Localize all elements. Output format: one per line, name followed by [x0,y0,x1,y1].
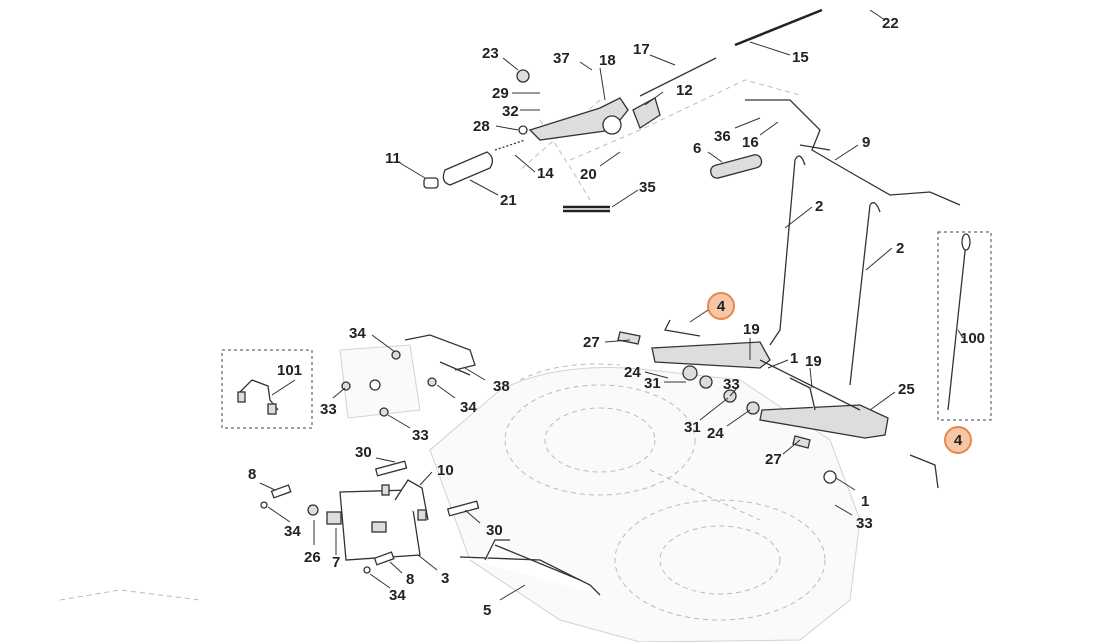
label-6: 6 [693,140,701,157]
label-14: 14 [537,165,554,182]
label-12: 12 [676,82,693,99]
label-10: 10 [437,462,454,479]
label-16: 16 [742,134,759,151]
cable-15 [639,8,823,97]
label-19-a: 19 [743,321,760,338]
label-2-upper: 2 [815,198,823,215]
leader-lines [259,9,964,601]
label-35: 35 [639,179,656,196]
handle-grip-21 [423,139,526,189]
label-33-d: 33 [856,515,873,532]
label-19-b: 19 [805,353,822,370]
label-34-a: 34 [349,325,366,342]
bracket-assembly-25 [617,331,889,484]
label-30-b: 30 [486,522,503,539]
label-23: 23 [482,45,499,62]
lever-assembly-18 [516,69,661,141]
label-31-a: 31 [644,375,661,392]
label-37: 37 [553,50,570,67]
label-21: 21 [500,192,517,209]
label-11: 11 [385,150,401,167]
label-1-b: 1 [861,493,869,510]
label-31-b: 31 [684,419,701,436]
label-22: 22 [882,15,899,32]
label-3: 3 [441,570,449,587]
label-24-a: 24 [624,364,641,381]
plate-38 [339,334,476,419]
label-27-b: 27 [765,451,782,468]
label-2-lower: 2 [896,240,904,257]
label-33-a: 33 [723,376,740,393]
lever-5 [459,539,601,596]
svg-text:4: 4 [717,298,726,315]
part-labels: 22 15 17 37 18 23 12 29 32 28 36 16 9 11… [248,15,985,619]
label-34-c: 34 [284,523,301,540]
highlight-4a[interactable]: 4 [707,292,735,320]
rod-9 [745,99,961,206]
label-33-b: 33 [320,401,337,418]
label-25: 25 [898,381,915,398]
label-30-a: 30 [355,444,372,461]
label-7: 7 [332,554,340,571]
label-9: 9 [862,134,870,151]
label-26: 26 [304,549,321,566]
spring-101-box [221,349,313,429]
spring-6 [710,154,763,179]
label-18: 18 [599,52,616,69]
highlight-4b[interactable]: 4 [944,426,972,454]
svg-text:4: 4 [954,432,963,449]
label-33-c: 33 [412,427,429,444]
pin-4-parts [664,319,939,489]
rods-2 [769,155,881,386]
label-27-a: 27 [583,334,600,351]
label-29: 29 [492,85,509,102]
label-32: 32 [502,103,519,120]
label-17: 17 [633,41,650,58]
label-36: 36 [714,128,731,145]
plate-3-assembly [260,460,480,574]
label-8-b: 8 [406,571,414,588]
label-24-b: 24 [707,425,724,442]
label-8-a: 8 [248,466,256,483]
label-15: 15 [792,49,809,66]
label-20: 20 [580,166,597,183]
label-100: 100 [960,330,985,347]
label-101: 101 [277,362,302,379]
label-34-d: 34 [389,587,406,604]
label-38: 38 [493,378,510,395]
label-1-a: 1 [790,350,798,367]
label-34-b: 34 [460,399,477,416]
label-28: 28 [473,118,490,135]
rod-100-box [937,231,992,421]
label-5: 5 [483,602,491,619]
